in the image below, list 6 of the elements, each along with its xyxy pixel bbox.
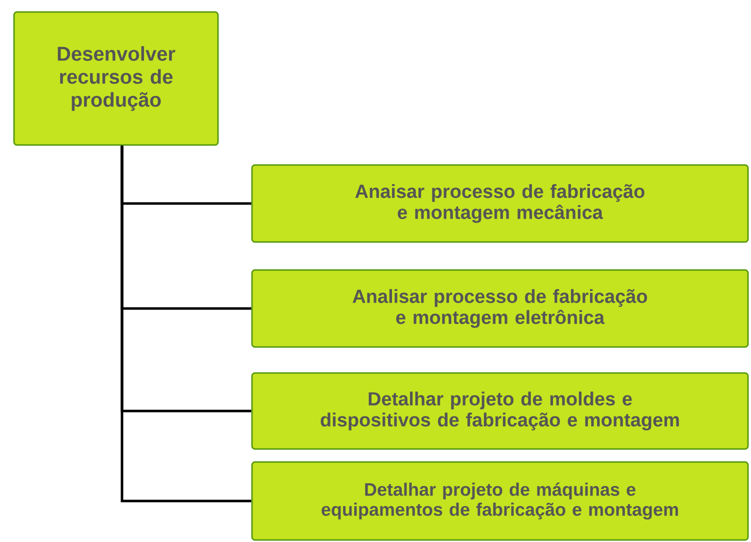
process-box: Desenvolver recursos de produção <box>13 11 219 146</box>
process-box: Detalhar projeto de máquinas e equipamentos de fabricação e montagem <box>251 461 749 541</box>
process-box: Analisar processo de fabricação e montagem eletrônica <box>251 269 749 348</box>
process-box: Detalhar projeto de moldes e dispositivos de fabricação e montagem <box>251 372 749 450</box>
connector-line <box>120 146 252 502</box>
process-box: Anaisar processo de fabricação e montagem mecânica <box>251 164 749 243</box>
